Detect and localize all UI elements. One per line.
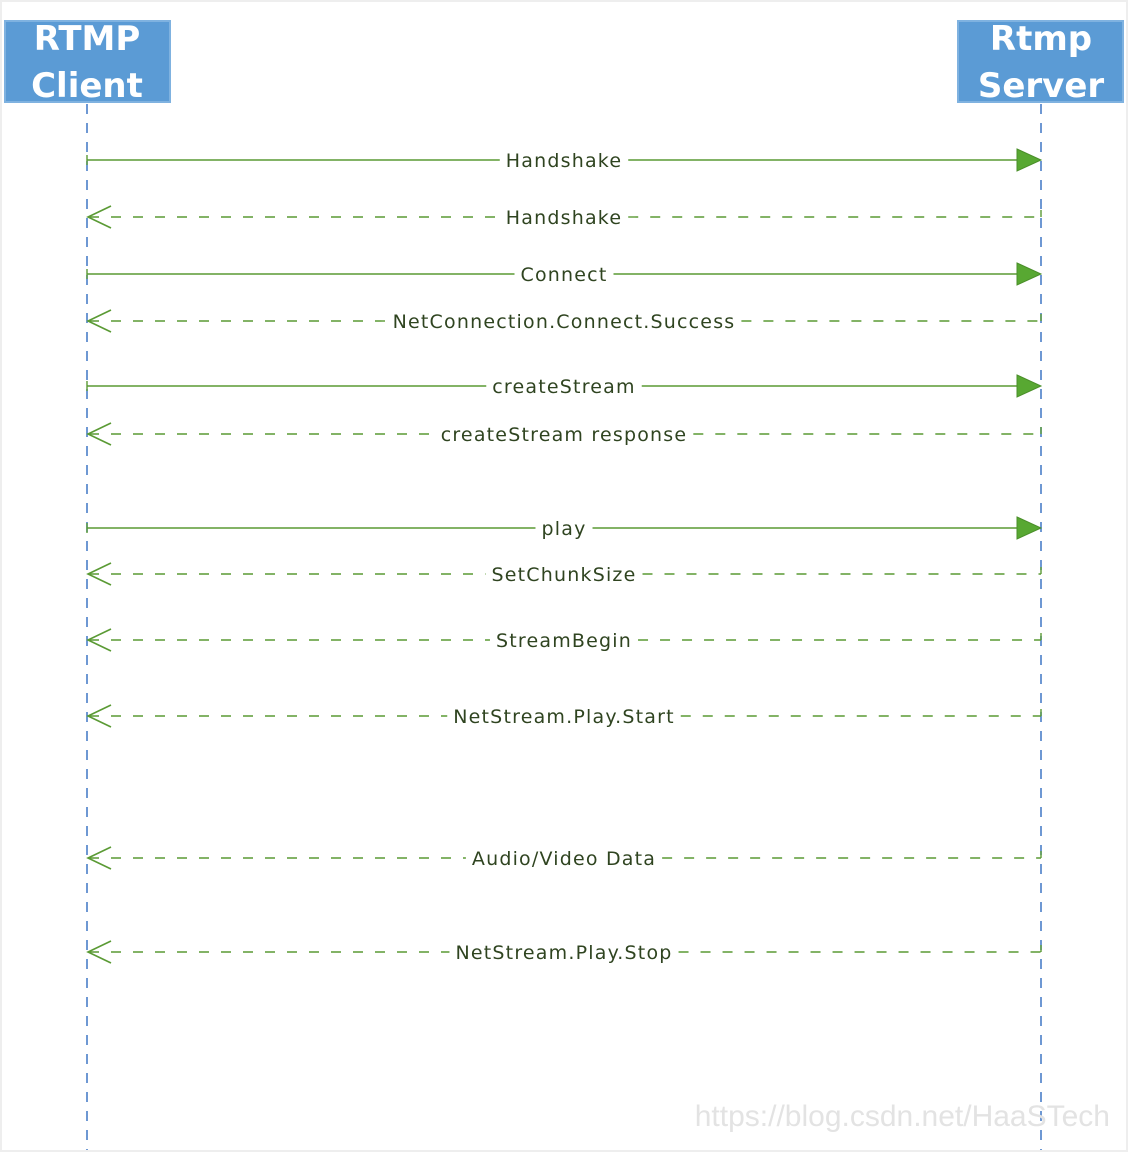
server-participant: Rtmp Server	[957, 19, 1124, 106]
arrowhead-filled-icon	[1016, 148, 1043, 172]
message-handshake-response: Handshake	[86, 205, 1042, 229]
message-label: Handshake	[506, 207, 622, 229]
message-audio-video-data: Audio/Video Data	[86, 846, 1042, 870]
client-title-line1: RTMP	[34, 19, 141, 59]
client-box	[4, 20, 171, 103]
message-connect: Connect	[86, 262, 1043, 286]
message-connect-success: NetConnection.Connect.Success	[86, 309, 1042, 333]
arrowhead-open-icon	[86, 704, 112, 728]
message-create-stream: createStream	[86, 374, 1043, 398]
message-label: NetStream.Play.Start	[453, 706, 675, 728]
arrowhead-open-icon	[86, 940, 112, 964]
message-set-chunk-size: SetChunkSize	[86, 562, 1042, 586]
message-label: createStream	[492, 376, 635, 398]
arrowhead-open-icon	[86, 309, 112, 333]
message-stream-begin: StreamBegin	[86, 628, 1042, 652]
server-title-line2: Server	[978, 66, 1105, 106]
message-play-start: NetStream.Play.Start	[86, 704, 1042, 728]
message-label: play	[541, 518, 586, 540]
message-list: Handshake Handshake Connect NetConnectio…	[86, 148, 1043, 964]
message-play: play	[86, 516, 1043, 540]
arrowhead-open-icon	[86, 422, 112, 446]
server-title-line1: Rtmp	[990, 19, 1092, 59]
message-label: Handshake	[506, 150, 622, 172]
arrowhead-filled-icon	[1016, 374, 1043, 398]
message-label: NetConnection.Connect.Success	[393, 311, 736, 333]
arrowhead-filled-icon	[1016, 262, 1043, 286]
client-title-line2: Client	[31, 66, 143, 106]
client-participant: RTMP Client	[4, 19, 171, 106]
message-label: Audio/Video Data	[472, 848, 656, 870]
message-label: StreamBegin	[496, 630, 632, 652]
message-create-stream-response: createStream response	[86, 422, 1042, 446]
arrowhead-open-icon	[86, 562, 112, 586]
watermark-text: https://blog.csdn.net/HaaSTech	[695, 1100, 1110, 1133]
message-label: createStream response	[441, 424, 688, 446]
message-play-stop: NetStream.Play.Stop	[86, 940, 1042, 964]
message-handshake-request: Handshake	[86, 148, 1043, 172]
message-label: Connect	[521, 264, 608, 286]
arrowhead-open-icon	[86, 846, 112, 870]
arrowhead-open-icon	[86, 205, 112, 229]
message-label: NetStream.Play.Stop	[455, 942, 672, 964]
arrowhead-filled-icon	[1016, 516, 1043, 540]
message-label: SetChunkSize	[492, 564, 637, 586]
server-box	[957, 20, 1124, 103]
arrowhead-open-icon	[86, 628, 112, 652]
